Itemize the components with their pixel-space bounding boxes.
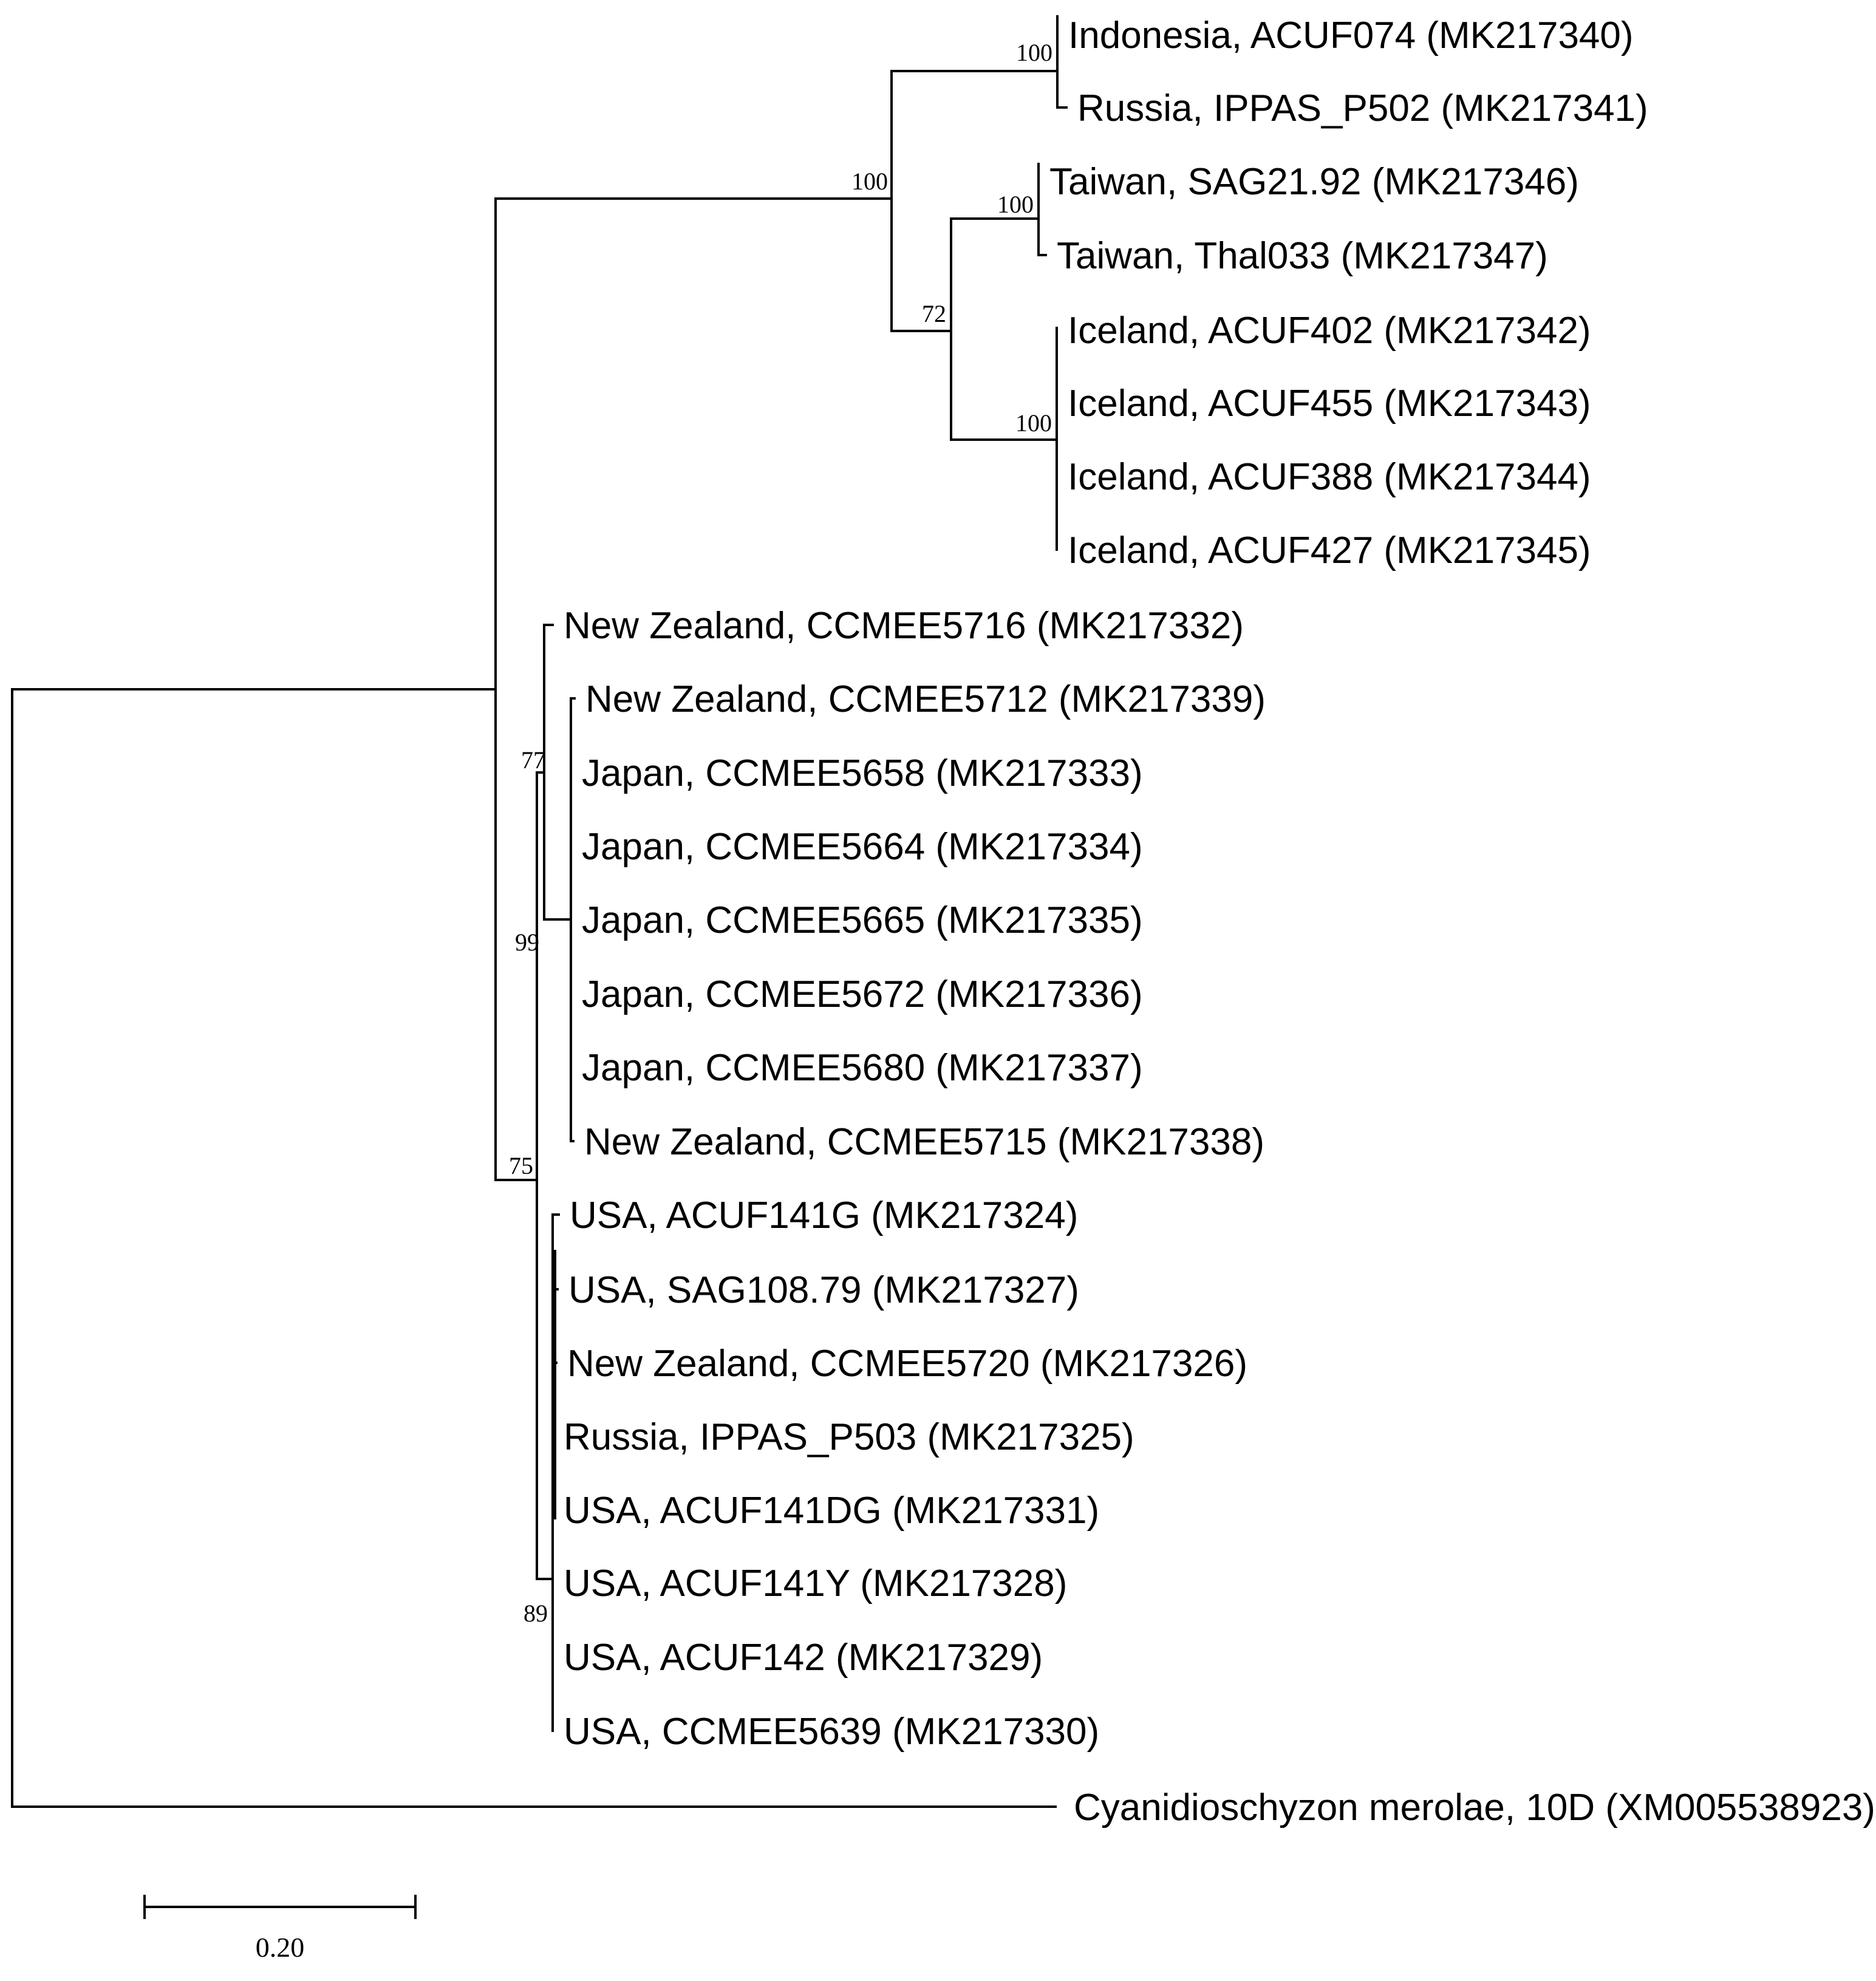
taxon-label: Japan, CCMEE5664 (MK217334) — [582, 826, 1143, 868]
taxon-label: Japan, CCMEE5680 (MK217337) — [582, 1047, 1143, 1089]
taxon-label: Iceland, ACUF388 (MK217344) — [1068, 456, 1591, 498]
scale-bar: 0.20 — [143, 1895, 417, 1963]
taxon-label: USA, ACUF141DG (MK217331) — [564, 1490, 1099, 1532]
taxon-label: Japan, CCMEE5658 (MK217333) — [582, 752, 1143, 794]
taxon-labels: Indonesia, ACUF074 (MK217340) Russia, IPP… — [564, 15, 1875, 1829]
taxon-label: Japan, CCMEE5672 (MK217336) — [582, 973, 1143, 1015]
taxon-label: Taiwan, Thal033 (MK217347) — [1057, 235, 1548, 277]
scale-bar-label: 0.20 — [256, 1932, 305, 1963]
taxon-label: New Zealand, CCMEE5715 (MK217338) — [584, 1121, 1264, 1163]
bootstrap-label: 99 — [515, 929, 539, 956]
taxon-label: Japan, CCMEE5665 (MK217335) — [582, 899, 1143, 941]
bootstrap-label: 72 — [922, 300, 946, 327]
bootstrap-label: 75 — [509, 1152, 533, 1179]
taxon-label: USA, SAG108.79 (MK217327) — [568, 1269, 1079, 1311]
taxon-label: Russia, IPPAS_P503 (MK217325) — [564, 1416, 1134, 1458]
taxon-label: Iceland, ACUF402 (MK217342) — [1068, 310, 1591, 352]
bootstrap-label: 100 — [997, 191, 1034, 218]
tree-branches — [11, 15, 1068, 1808]
taxon-label: Russia, IPPAS_P502 (MK217341) — [1077, 87, 1648, 129]
taxon-label: USA, ACUF141Y (MK217328) — [564, 1563, 1067, 1604]
bootstrap-label: 100 — [1016, 39, 1052, 66]
taxon-label: Cyanidioschyzon merolae, 10D (XM00553892… — [1074, 1787, 1875, 1829]
taxon-label: New Zealand, CCMEE5716 (MK217332) — [564, 605, 1244, 647]
bootstrap-label: 89 — [524, 1600, 548, 1627]
taxon-label: New Zealand, CCMEE5712 (MK217339) — [585, 678, 1266, 720]
taxon-label: Taiwan, SAG21.92 (MK217346) — [1049, 161, 1579, 203]
taxon-label: Iceland, ACUF455 (MK217343) — [1068, 383, 1591, 424]
bootstrap-support-values: 100 100 100 72 100 77 99 89 75 — [509, 39, 1052, 1627]
bootstrap-label: 77 — [521, 746, 545, 774]
taxon-label: Iceland, ACUF427 (MK217345) — [1068, 530, 1591, 571]
taxon-label: New Zealand, CCMEE5720 (MK217326) — [567, 1343, 1247, 1385]
taxon-label: Indonesia, ACUF074 (MK217340) — [1068, 15, 1634, 56]
bootstrap-label: 100 — [851, 168, 888, 195]
taxon-label: USA, ACUF142 (MK217329) — [564, 1637, 1043, 1679]
taxon-label: USA, ACUF141G (MK217324) — [570, 1195, 1078, 1236]
taxon-label: USA, CCMEE5639 (MK217330) — [564, 1711, 1099, 1753]
bootstrap-label: 100 — [1015, 409, 1052, 437]
